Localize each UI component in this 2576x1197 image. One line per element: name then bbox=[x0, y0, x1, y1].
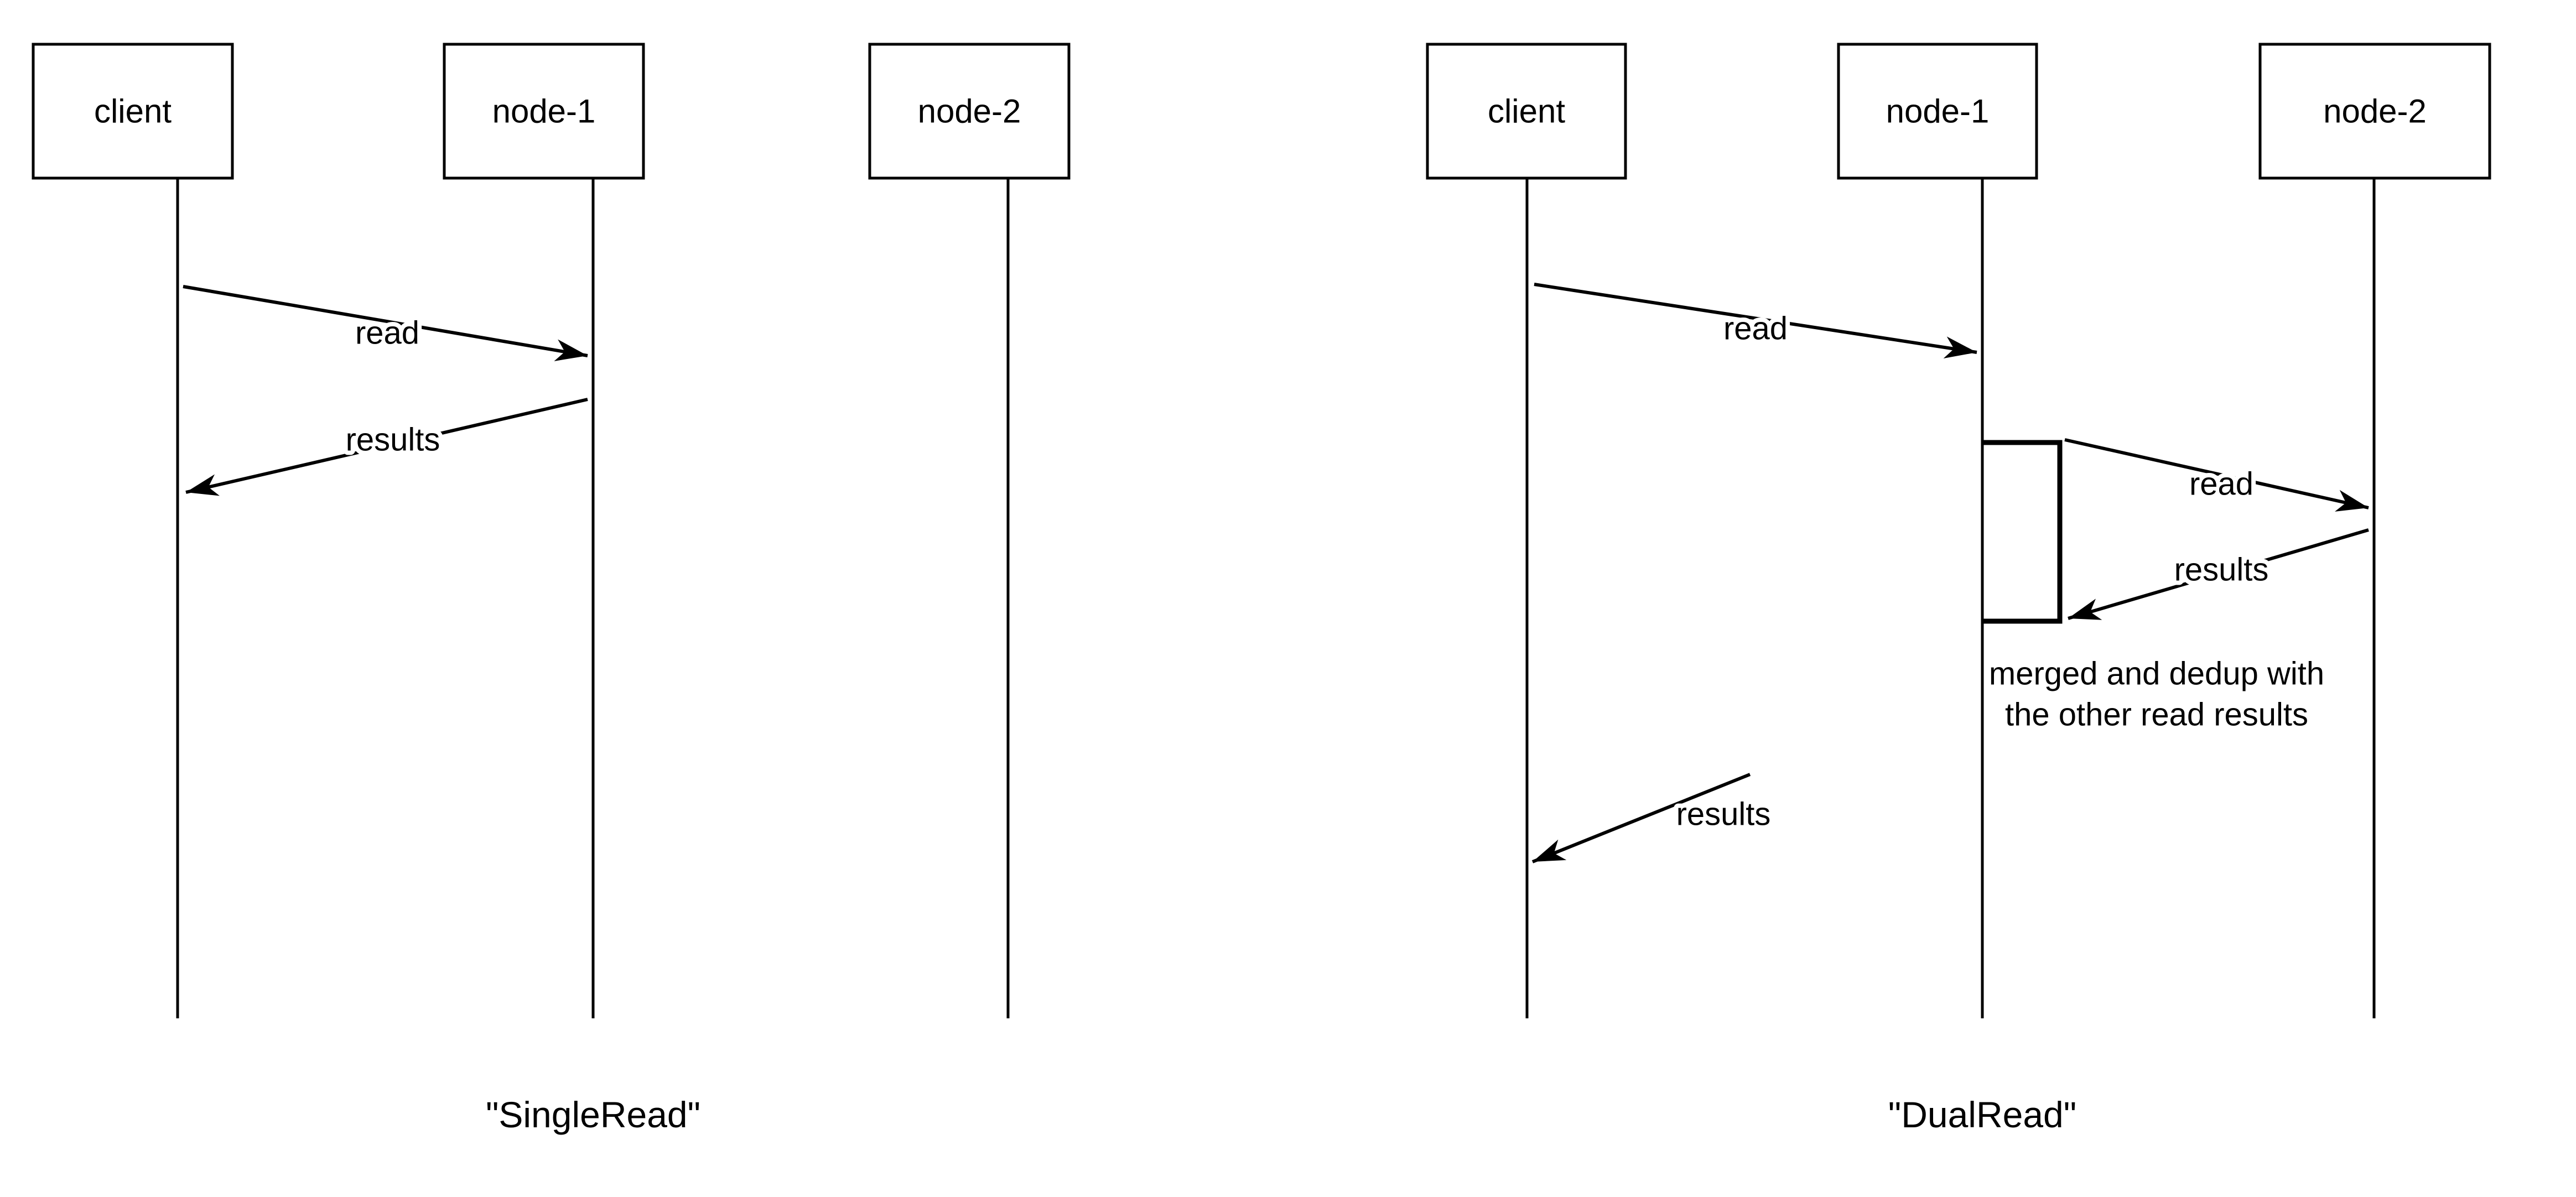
caption-dual-read: "DualRead" bbox=[1888, 1094, 2076, 1135]
note-merge-note: merged and dedup with the other read resu… bbox=[1989, 656, 2324, 733]
message-label-results-outer: results bbox=[1676, 797, 1771, 832]
message-label-halo-read-2: read bbox=[2189, 466, 2253, 502]
arrow-head-results bbox=[186, 474, 220, 496]
note-line: merged and dedup with bbox=[1989, 656, 2324, 692]
message-line-results-outer bbox=[1531, 773, 1751, 863]
participant-label-node-1: node-1 bbox=[1886, 93, 1990, 130]
message-line-read-1 bbox=[1534, 283, 1977, 354]
note-line: the other read results bbox=[2005, 697, 2308, 733]
participant-node-2: node-2 bbox=[2258, 43, 2491, 1018]
message-label-read: read bbox=[355, 315, 419, 351]
message-label-halo-results-inner: results bbox=[2174, 552, 2269, 588]
arrow-head-read bbox=[554, 339, 588, 361]
participant-box-client[interactable] bbox=[1426, 43, 1627, 180]
message-label-halo-results: results bbox=[346, 422, 440, 458]
arrow-head-results-outer bbox=[1533, 839, 1567, 862]
message-label-halo-read-1: read bbox=[1723, 311, 1788, 347]
participant-node-1: node-1 bbox=[1837, 43, 2038, 1018]
participant-client: client bbox=[1426, 43, 1627, 1018]
message-line-results-inner bbox=[2068, 528, 2369, 620]
message-line-read-2 bbox=[2064, 438, 2369, 509]
activation-bracket-node-1-activation bbox=[1982, 440, 2063, 624]
arrow-head-read-1 bbox=[1943, 336, 1977, 358]
caption-single-read: "SingleRead" bbox=[486, 1094, 700, 1135]
participant-label-client: client bbox=[1488, 93, 1565, 130]
participant-label-node-2: node-2 bbox=[2323, 93, 2427, 130]
message-line-results bbox=[185, 398, 588, 494]
arrow-head-results-inner bbox=[2068, 598, 2102, 620]
message-label-read-2: read bbox=[2189, 466, 2253, 502]
participant-box-node-2[interactable] bbox=[868, 43, 1071, 180]
arrow-head-read-2 bbox=[2335, 490, 2369, 512]
participant-box-node-1[interactable] bbox=[443, 43, 645, 180]
message-label-halo-results-outer: results bbox=[1676, 797, 1771, 832]
message-line-read bbox=[183, 285, 588, 357]
participant-label-node-1: node-1 bbox=[492, 93, 596, 130]
participant-box-client[interactable] bbox=[32, 43, 234, 180]
participant-node-2: node-2 bbox=[868, 43, 1071, 1018]
participant-node-1: node-1 bbox=[443, 43, 645, 1018]
participant-label-node-2: node-2 bbox=[918, 93, 1021, 130]
message-label-read-1: read bbox=[1723, 311, 1788, 347]
participant-box-node-2[interactable] bbox=[2258, 43, 2491, 180]
message-label-results-inner: results bbox=[2174, 552, 2269, 588]
message-label-halo-read: read bbox=[355, 315, 419, 351]
participant-client: client bbox=[32, 43, 234, 1018]
participant-box-node-1[interactable] bbox=[1837, 43, 2038, 180]
message-label-results: results bbox=[346, 422, 440, 458]
participant-label-client: client bbox=[94, 93, 172, 130]
